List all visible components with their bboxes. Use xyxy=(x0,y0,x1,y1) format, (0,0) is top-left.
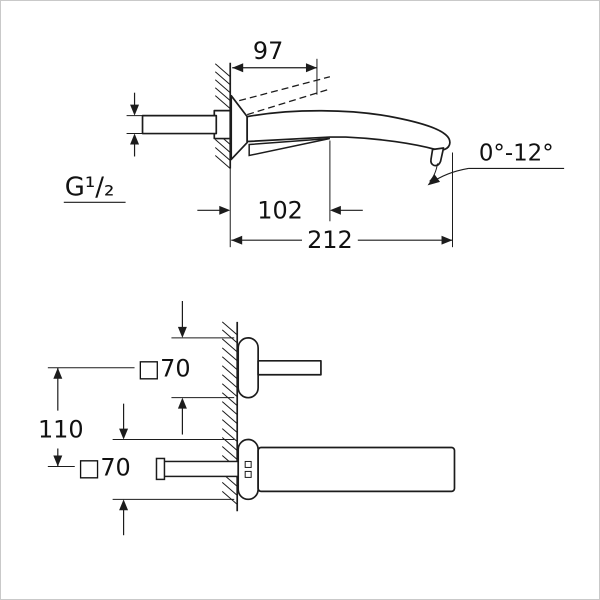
angle-arrowhead xyxy=(427,174,441,186)
aerator-tip xyxy=(430,147,445,167)
arrowhead-left xyxy=(232,63,244,73)
arrowhead-left xyxy=(231,235,243,245)
dim-110: 110 xyxy=(38,367,135,467)
indicator-mark xyxy=(244,460,252,468)
dim-97-label: 97 xyxy=(253,37,283,65)
spout-profile xyxy=(246,109,451,151)
arrowhead-up xyxy=(130,133,140,145)
body-barrel xyxy=(141,114,218,135)
lever-bar xyxy=(161,460,239,478)
concealed-body xyxy=(141,109,232,140)
dim-97: 97 xyxy=(232,37,318,95)
arrowhead-up xyxy=(119,499,129,511)
stream-direction-line xyxy=(429,163,439,182)
arrowhead-right xyxy=(305,63,317,73)
arrowhead-down xyxy=(177,326,187,338)
upper-square-70-label: □70 xyxy=(138,355,191,383)
escutcheon-profile xyxy=(230,94,249,161)
arrowhead-up xyxy=(177,397,187,409)
raised-spout-dashed-top xyxy=(239,76,331,102)
dim-connection-height xyxy=(126,92,143,157)
mixer-body xyxy=(257,446,456,493)
arrowhead-down xyxy=(130,104,140,116)
raised-spout-dashed-bottom xyxy=(246,88,332,116)
arrowhead-right xyxy=(441,235,453,245)
dim-102: 102 xyxy=(197,140,363,224)
thread-annotation: G¹/₂ xyxy=(63,172,126,203)
arrowhead-left xyxy=(329,205,341,215)
top-view: 97 G¹/₂ 102 xyxy=(63,37,565,254)
angle-label: 0°-12° xyxy=(479,140,554,166)
upper-bar xyxy=(257,359,322,376)
dim-212-label: 212 xyxy=(307,226,353,254)
dim-212: 212 xyxy=(231,152,453,254)
angle-annotation: 0°-12° xyxy=(427,140,565,186)
arrowhead-down xyxy=(53,455,63,467)
wall-section-plan xyxy=(221,321,239,512)
dim-lower-escutcheon-70: □70 xyxy=(78,403,235,536)
upper-escutcheon xyxy=(237,337,259,399)
indicator-mark xyxy=(244,470,252,478)
lower-square-70-label: □70 xyxy=(78,453,131,481)
thread-label: G¹/₂ xyxy=(65,172,115,202)
dim-110-label: 110 xyxy=(38,416,84,444)
lower-escutcheon xyxy=(237,438,259,501)
wall-section-side xyxy=(214,62,232,248)
bottom-view: □70 110 □70 xyxy=(38,300,456,536)
dim-upper-escutcheon-70: □70 xyxy=(138,300,235,435)
arrowhead-up xyxy=(53,367,63,379)
arrowhead-down xyxy=(119,428,129,440)
dim-102-label: 102 xyxy=(257,196,303,224)
arrowhead-right xyxy=(219,205,231,215)
lever-end-cap xyxy=(155,457,166,481)
escutcheon-detail-marks xyxy=(244,460,252,478)
spout-fin xyxy=(248,137,331,157)
